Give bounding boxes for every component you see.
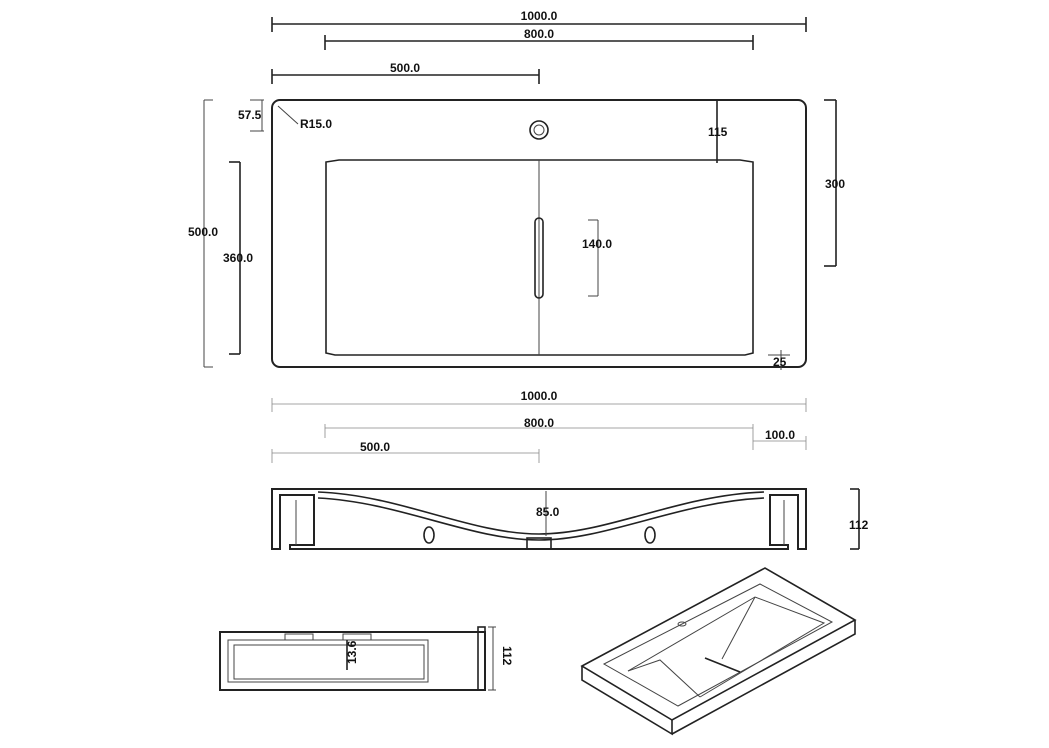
label-side-height: 112: [500, 646, 514, 666]
label-center-offset: 500.0: [390, 61, 420, 75]
section-outline: [271, 488, 807, 550]
iso-tap-hole: [677, 621, 687, 627]
label-basin-depth-left: 360.0: [223, 251, 253, 265]
iso-bowl: [602, 583, 834, 707]
label-tap-setback: 115: [708, 125, 728, 139]
dim-overall-depth: 500.0: [188, 99, 218, 368]
overflow-right: [644, 526, 656, 544]
dim-basin-depth-right: 300: [824, 99, 845, 267]
dim-basin-depth-left: 360.0: [223, 161, 253, 355]
dim-front-height: 112: [849, 488, 869, 550]
dim-overall-width-front: 1000.0: [271, 389, 807, 412]
label-drain-length: 140.0: [582, 237, 612, 251]
dim-tap-setback: 115: [708, 99, 728, 163]
section-drain: [526, 537, 552, 550]
label-front-basin-width: 800.0: [524, 416, 554, 430]
dim-basin-depth-front: 85.0: [536, 491, 560, 536]
iso-drain: [704, 657, 741, 673]
drain-slot: [534, 217, 544, 299]
overflow-left: [423, 526, 435, 544]
dim-basin-width-top: 800.0: [324, 27, 754, 50]
dim-center-offset-front: 500.0: [271, 440, 540, 463]
label-basin-depth-front: 85.0: [536, 505, 560, 519]
top-view: 1000.0 800.0 500.0: [188, 9, 845, 370]
label-corner-radius: R15.0: [300, 117, 332, 131]
dim-basin-width-front: 800.0: [324, 416, 754, 450]
label-right-margin: 100.0: [765, 428, 795, 442]
bowl-outline: [325, 159, 754, 356]
label-overall-width: 1000.0: [521, 9, 558, 23]
label-edge-offset: 57.5: [238, 108, 262, 122]
label-front-height: 112: [849, 518, 869, 532]
dim-overall-width-top: 1000.0: [271, 9, 807, 32]
dim-rim-margin: 25: [768, 350, 790, 370]
label-front-center-offset: 500.0: [360, 440, 390, 454]
label-basin-width: 800.0: [524, 27, 554, 41]
front-section: 1000.0 800.0 100.0 500.0: [271, 389, 869, 550]
label-rim-margin: 25: [773, 355, 787, 369]
isometric-view: [580, 567, 857, 736]
dim-right-margin: 100.0: [753, 428, 807, 450]
iso-top-face: [580, 567, 857, 721]
basin-outline: [271, 99, 807, 368]
dim-edge-offset: 57.5: [238, 99, 264, 132]
label-overall-depth: 500.0: [188, 225, 218, 239]
label-wall-dim: 13.6: [345, 640, 359, 664]
dim-center-offset-top: 500.0: [271, 61, 540, 84]
side-view: 13.6 112: [219, 626, 514, 691]
dim-wall: 13.6: [345, 640, 359, 670]
label-basin-depth-right: 300: [825, 177, 845, 191]
dim-corner-radius: R15.0: [277, 105, 332, 131]
bowl-curve: [317, 491, 765, 535]
label-front-overall-width: 1000.0: [521, 389, 558, 403]
side-flange: [477, 626, 486, 691]
tap-hole: [529, 120, 549, 140]
dim-drain-length: 140.0: [582, 219, 612, 297]
